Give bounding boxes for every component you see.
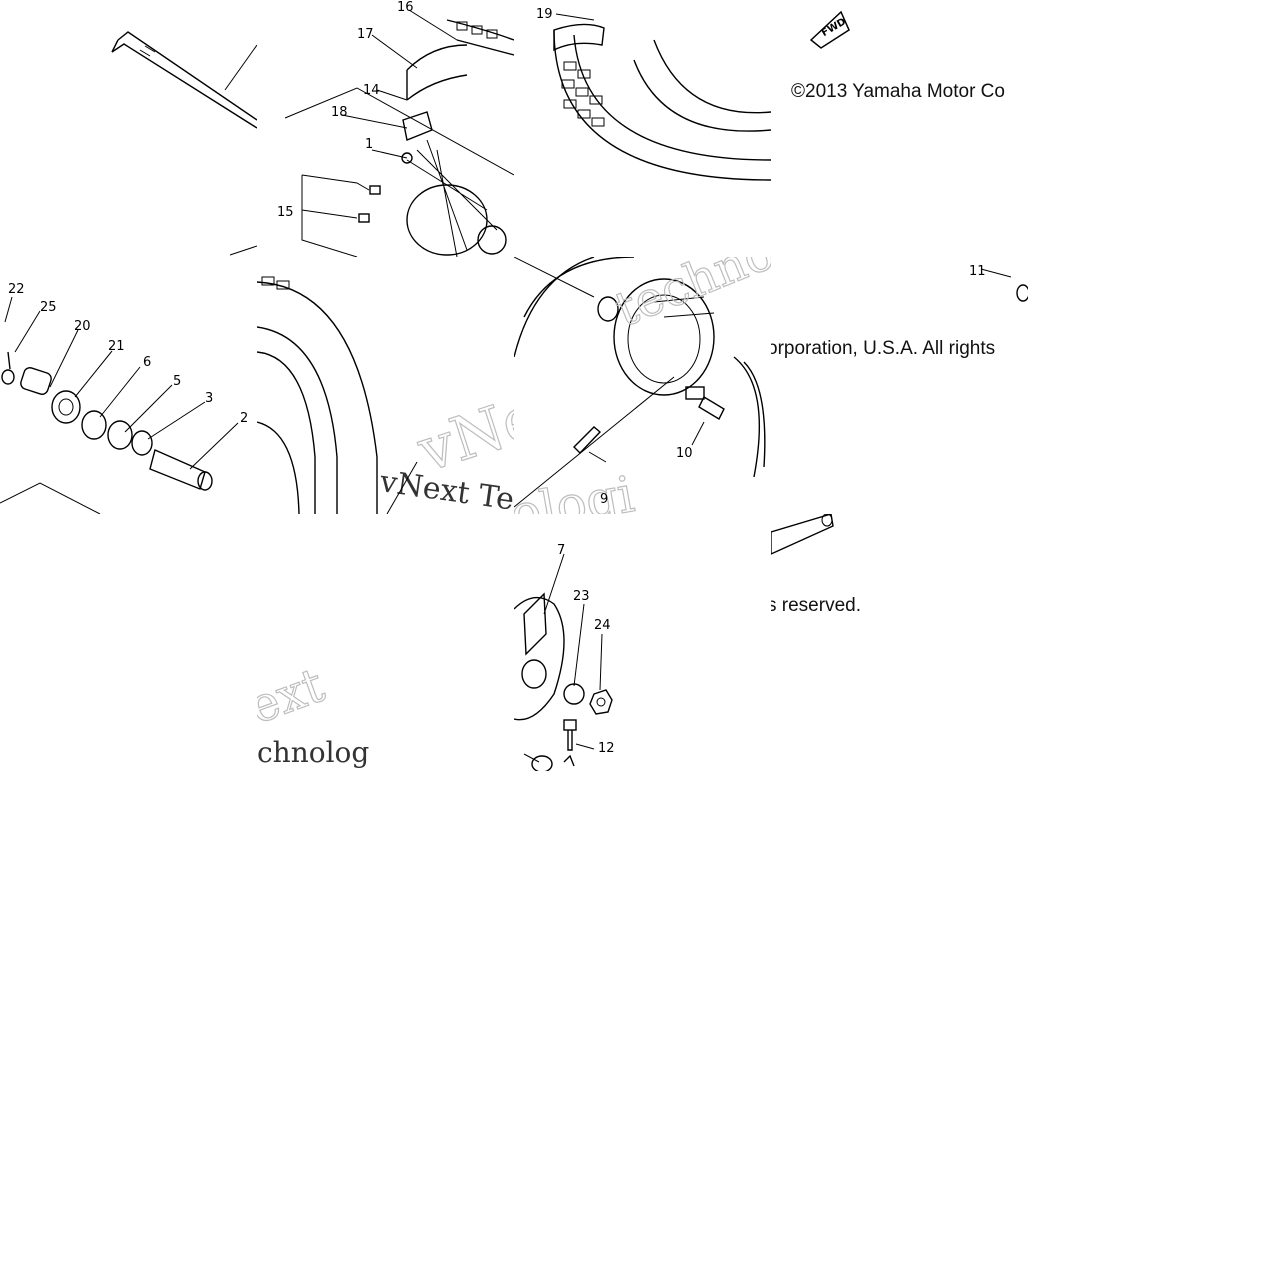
callout-6: 6 [143,355,151,370]
callout-7: 7 [557,543,565,558]
callout-10: 10 [676,446,693,461]
tire-knobs [561,61,605,127]
tire-arc [523,257,635,318]
callout-9: 9 [600,492,608,507]
callout-16: 16 [397,0,414,15]
callout-15: 15 [277,205,294,220]
watermark-techno: techno [608,257,771,338]
callout-2: 2 [240,411,248,426]
diagram-tile-tire-upper: 16 17 14 18 1 15 [257,0,514,257]
watermark-chnolog: chnolog [257,736,369,769]
callout-23: 23 [573,589,590,604]
tire-lower-outline [257,276,378,514]
brake-panel-edge [733,356,761,478]
fwd-arrow-icon: FWD [809,10,850,49]
callout-19: 19 [536,7,553,22]
diagram-tile-tire-lower: vNe vNext Te [257,257,514,514]
axle-leader-line [224,44,257,91]
callout-17: 17 [357,27,374,42]
diagram-tile-copyright-middle: 11 orporation, U.S.A. All rights 13 [771,257,1028,514]
copyright-line-3: s reserved. [771,595,861,616]
axle-nut [589,689,613,715]
brake-lever-bolt [531,719,577,771]
washer [563,683,585,705]
callout-22: 22 [8,282,25,297]
callout-20: 20 [74,319,91,334]
callout-15-bracket [301,174,370,257]
arrow-to-hub [386,461,418,514]
dashed-frame-line [514,376,675,508]
axle-leader [514,257,595,298]
callout-1: 1 [365,137,373,152]
brake-rod [771,514,834,555]
spring [573,426,602,455]
tire-tread [446,19,514,56]
bearing-seal [597,296,619,322]
callout-14: 14 [363,83,380,98]
diagram-tile-copyright-tail: s reserved. [771,514,1028,771]
diagram-tile-bearing-stack: 22 25 20 21 6 5 3 2 [0,257,257,514]
callout-5: 5 [173,374,181,389]
callout-24: 24 [594,618,611,633]
diagram-tile-tire-side: 19 [514,0,771,257]
dashed-frame-line [284,87,514,176]
inner-tube [406,44,468,101]
brake-shoe-assembly [613,278,715,396]
bolt-part [1016,284,1028,302]
callout-25: 25 [40,300,57,315]
callout-11: 11 [969,264,986,279]
callout-18: 18 [331,105,348,120]
dashed-frame-line [229,245,257,256]
cam-shaft [685,386,725,420]
callout-3: 3 [205,391,213,406]
diagram-tile-axle [0,0,257,257]
valve-cap [553,23,605,52]
diagram-tile-copyright: FWD ©2013 Yamaha Motor Co [771,0,1028,257]
axle-shaft [111,31,257,129]
diagram-tile-brake-shoes: techno ologi 10 9 [514,257,771,514]
tire-outline [553,29,771,181]
bearing-stack [1,351,213,491]
callout-21: 21 [108,339,125,354]
dashed-frame-line [0,482,101,514]
copyright-line-2: orporation, U.S.A. All rights [771,338,995,359]
callout-12: 12 [598,741,615,756]
copyright-line-1: ©2013 Yamaha Motor Co [791,81,1005,102]
watermark-ologi: ologi [514,465,638,514]
diagram-tile-watermark-lower: ext chnolog 8 [257,514,377,771]
brake-panel [514,592,565,721]
watermark-ext: ext [257,657,331,735]
wheel-hub [358,139,507,257]
diagram-tile-brake-panel: 7 23 24 12 [514,514,771,771]
